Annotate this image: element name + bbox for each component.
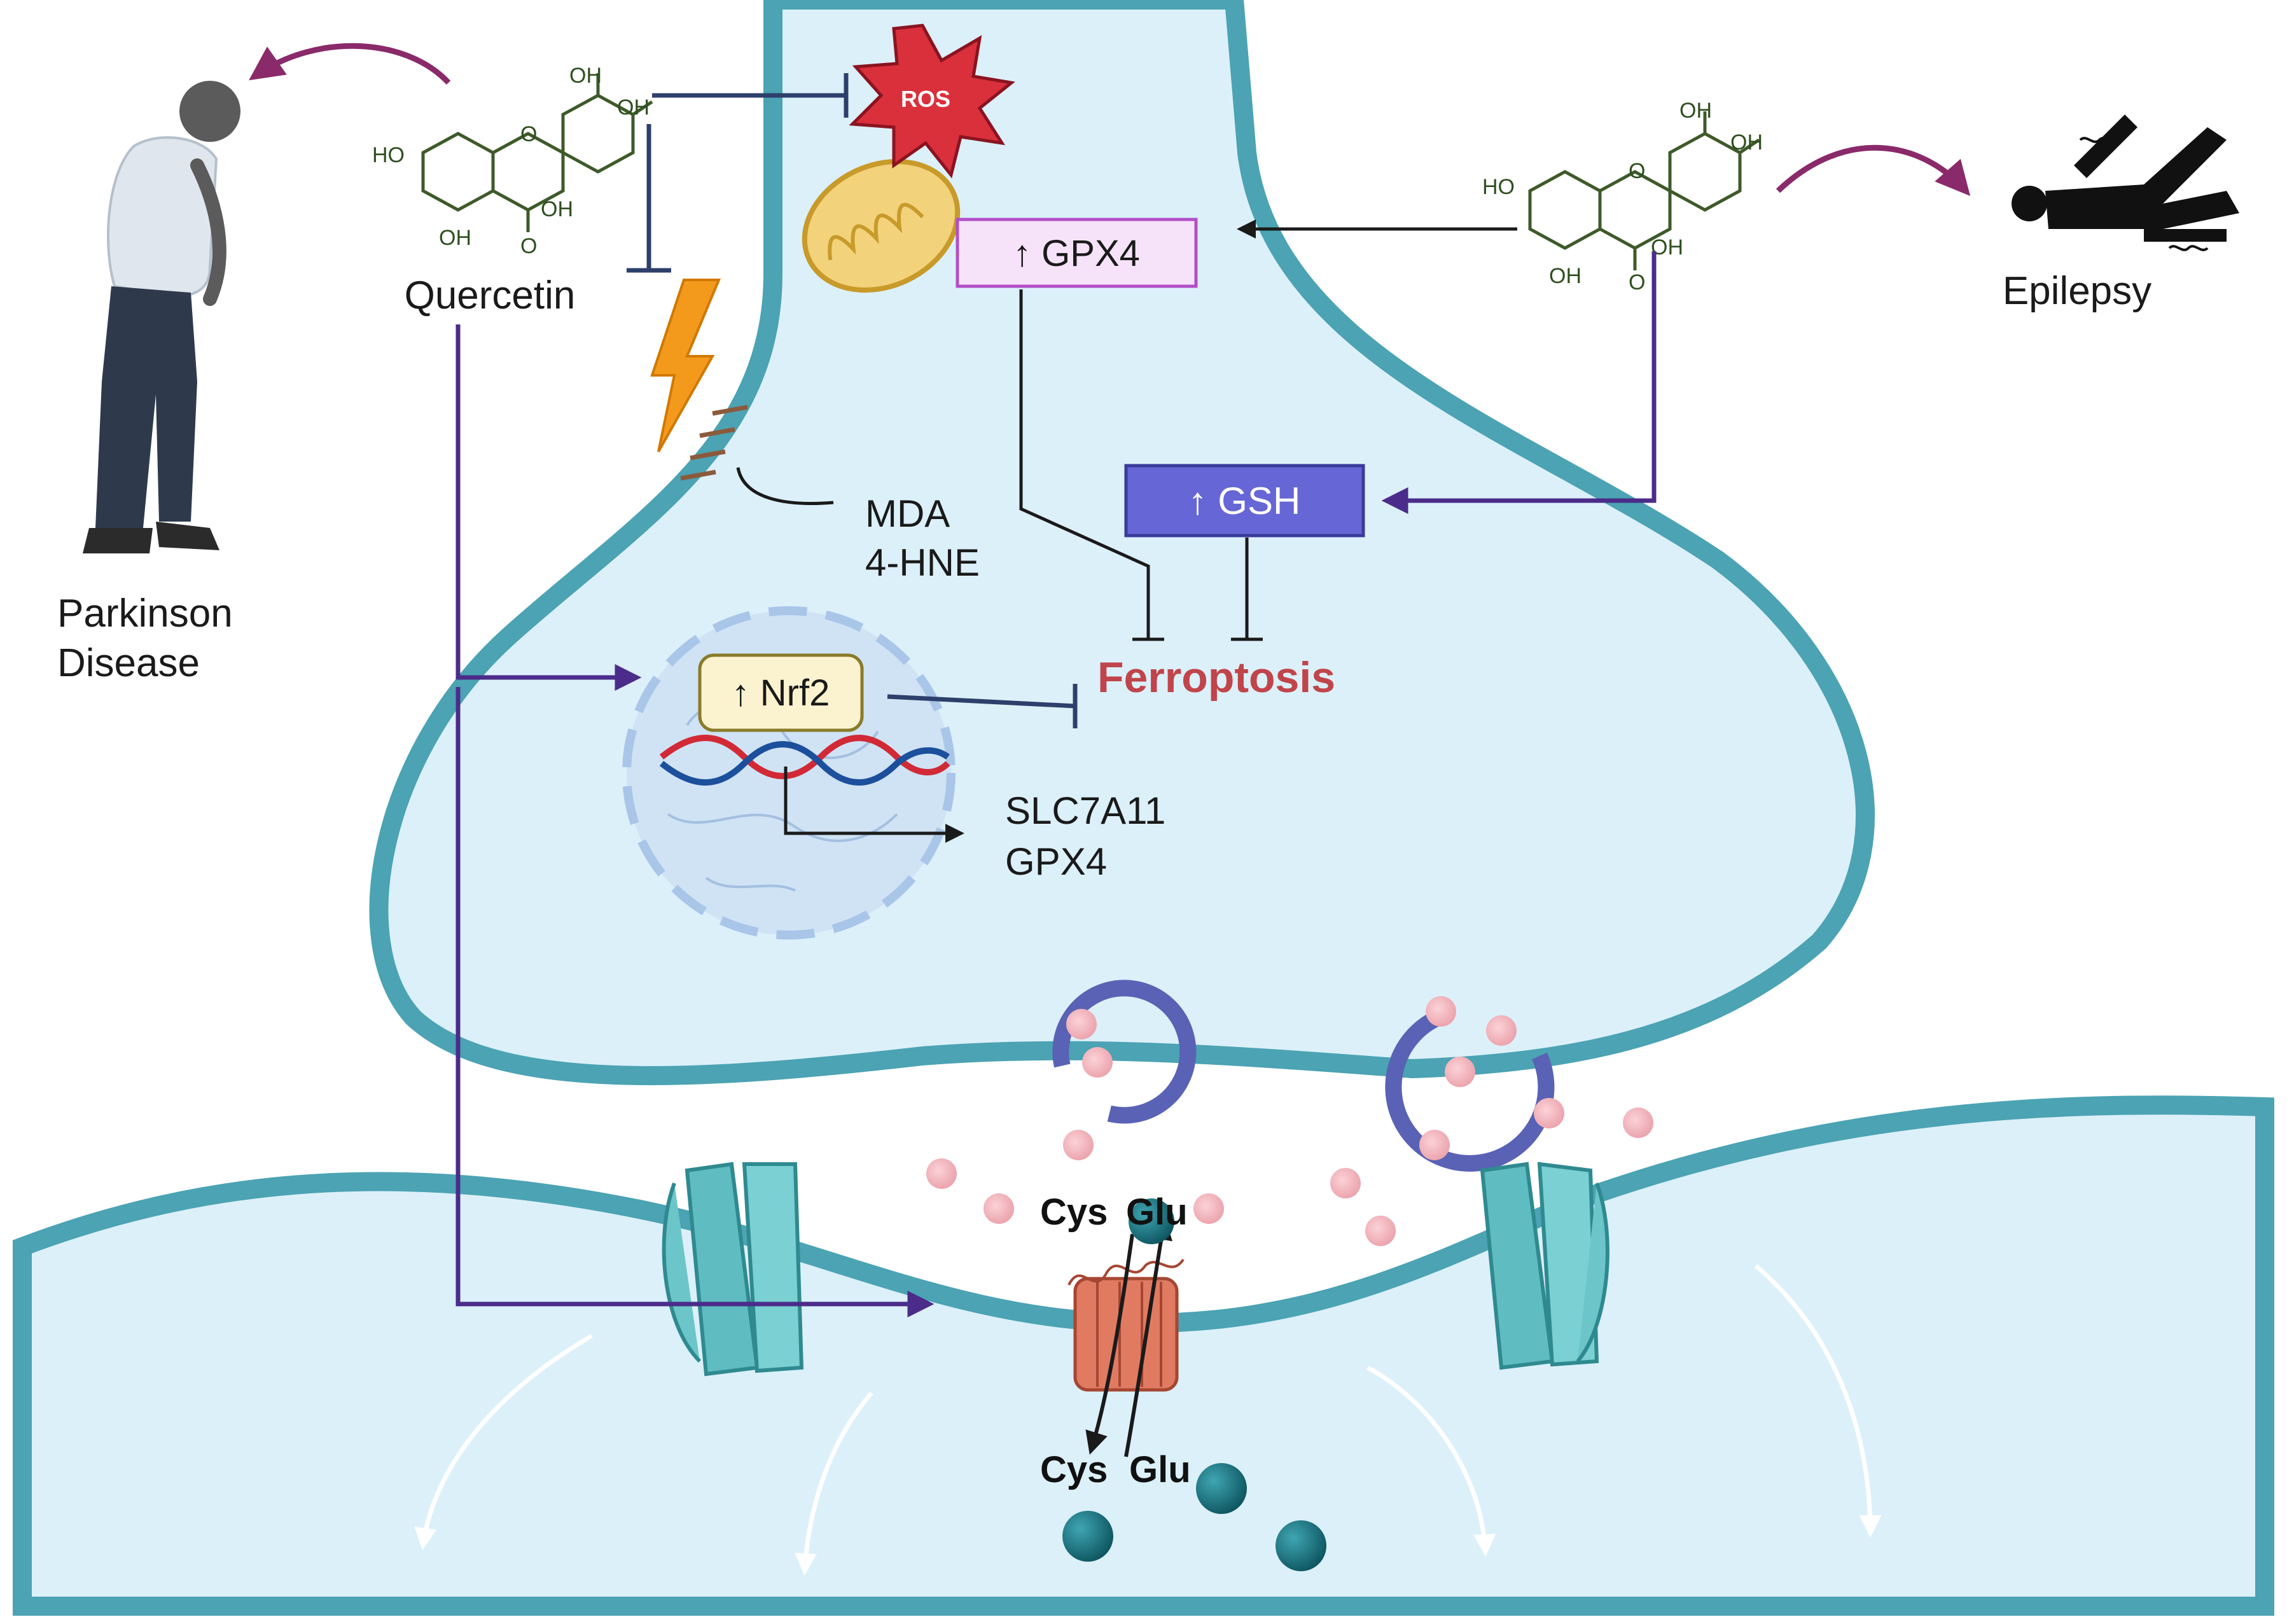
chem-ho: HO xyxy=(1482,175,1515,199)
glu-label-bottom: Glu xyxy=(1129,1449,1191,1490)
ion-channel-left xyxy=(662,1162,804,1377)
nrf2-inhibits-ferroptosis xyxy=(887,684,1078,728)
cys-label-top: Cys xyxy=(1040,1191,1108,1233)
lightning-icon xyxy=(650,279,721,452)
quercetin-to-transporter-arrow xyxy=(455,687,935,1317)
glutamate-balls xyxy=(1062,1198,1326,1571)
transcription-arrow xyxy=(784,767,964,843)
ferroptosis-label: Ferroptosis xyxy=(1097,653,1335,702)
mda-pointer xyxy=(736,467,834,505)
gpx4-inhibits-ferroptosis xyxy=(1019,289,1164,641)
chem-oh: OH xyxy=(569,64,602,88)
parkinson-label-line2: Disease xyxy=(57,641,200,685)
mda-label: MDA xyxy=(865,492,950,535)
inhibit-ros-line xyxy=(652,73,849,118)
parkinson-label-line1: Parkinson xyxy=(57,592,233,635)
gpx4-box-label: ↑ GPX4 xyxy=(1013,233,1140,274)
ion-channel-right xyxy=(1480,1162,1609,1370)
chem-o: O xyxy=(1629,270,1645,295)
epilepsy-label: Epilepsy xyxy=(2003,269,2151,313)
gsh-box-label: ↑ GSH xyxy=(1188,480,1301,522)
dna-helix-icon xyxy=(659,735,950,786)
epilepsy-arrow xyxy=(1776,144,1971,197)
mitochondrion xyxy=(802,158,961,293)
cys-import-arrow xyxy=(1085,1233,1134,1455)
quercetin-label: Quercetin xyxy=(405,274,576,317)
chem-oh: OH xyxy=(439,226,471,250)
chem-oh: OH xyxy=(541,197,573,221)
glu-label-top: Glu xyxy=(1126,1191,1188,1233)
gpx4-gene-label: GPX4 xyxy=(1005,840,1107,883)
chem-oh: OH xyxy=(1549,264,1581,288)
chem-o: O xyxy=(520,234,537,258)
chem-o: O xyxy=(520,122,537,146)
nrf2-box: ↑ Nrf2 xyxy=(698,653,864,732)
quercetin-to-gsh-arrow xyxy=(1381,251,1657,514)
quercetin-structure-right: HO OH OH OH OH O O xyxy=(1482,99,1763,295)
gpx4-box: ↑ GPX4 xyxy=(956,218,1198,288)
hne-label: 4-HNE xyxy=(865,541,980,584)
quercetin-to-nrf2-arrow xyxy=(455,324,642,691)
slc7a11-label: SLC7A11 xyxy=(1005,789,1165,832)
parkinson-arrow xyxy=(249,43,451,85)
gsh-inhibits-ferroptosis xyxy=(1231,538,1263,641)
parkinson-patient-icon xyxy=(83,81,240,553)
glu-export-arrow xyxy=(1124,1216,1173,1457)
nrf2-box-label: ↑ Nrf2 xyxy=(732,672,830,714)
epilepsy-patient-icon xyxy=(2012,115,2239,251)
ros-label: ROS xyxy=(901,86,950,112)
gsh-box: ↑ GSH xyxy=(1124,464,1365,538)
lipid-damage-marks xyxy=(680,405,748,481)
chem-ho: HO xyxy=(372,143,405,167)
cys-label-bottom: Cys xyxy=(1040,1449,1108,1490)
chem-oh: OH xyxy=(1730,130,1763,155)
postsynaptic-signal-arrows xyxy=(414,1264,1882,1576)
neurotransmitter-dots xyxy=(926,996,1653,1246)
chem-oh: OH xyxy=(617,95,650,120)
ros-burst: ROS xyxy=(849,24,1015,179)
quercetin-structure-left: HO OH OH OH OH O O xyxy=(372,64,653,258)
inhibit-lightning-line xyxy=(627,124,671,273)
chem-o: O xyxy=(1629,159,1645,183)
chem-oh: OH xyxy=(1679,99,1712,123)
